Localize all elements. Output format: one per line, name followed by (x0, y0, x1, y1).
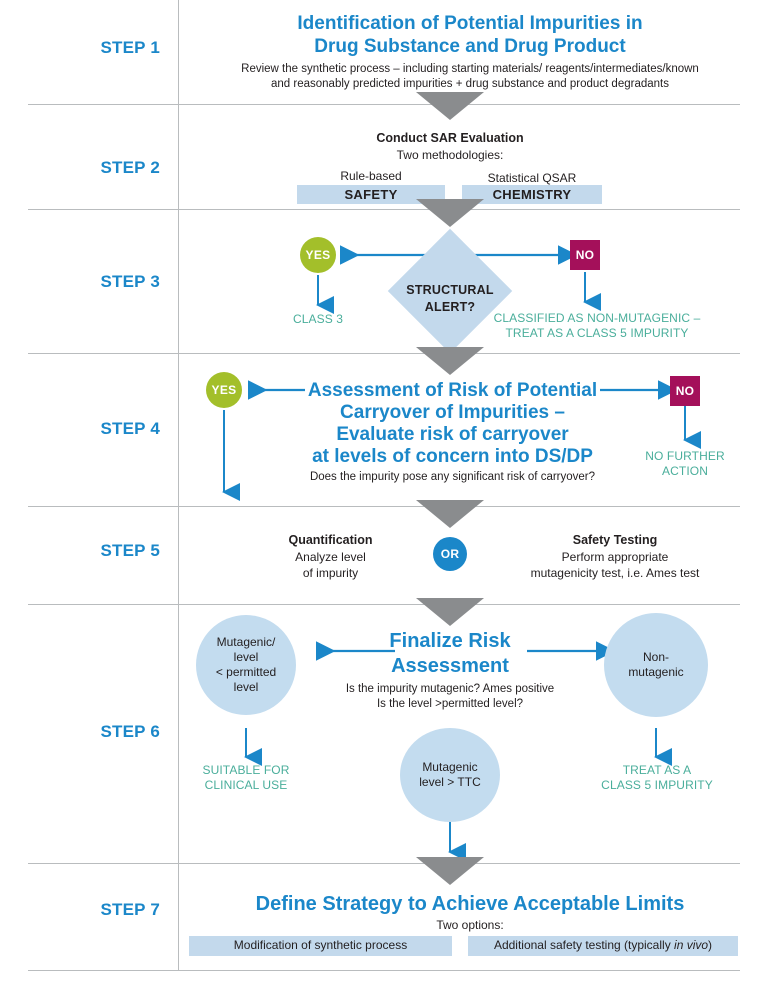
step6-bottom-circle-line1: Mutagenic (422, 760, 478, 774)
step6-left-circle[interactable]: Mutagenic/ level < permitted level (196, 615, 296, 715)
flow-arrow-2-to-3 (416, 199, 484, 227)
step-label-4: STEP 4 (100, 419, 160, 438)
step6-right-outcome-line1: TREAT AS A (622, 763, 692, 777)
step1-body-line2: and reasonably predicted impurities + dr… (271, 78, 669, 90)
step3-no-outcome-line2: TREAT AS A CLASS 5 IMPURITY (505, 326, 689, 340)
step7-subheading: Two options: (436, 918, 504, 932)
step-label-5: STEP 5 (100, 541, 160, 560)
step4-question: Does the impurity pose any significant r… (309, 471, 596, 483)
step1-title-line2: Drug Substance and Drug Product (314, 36, 626, 57)
step6-title-line1: Finalize Risk (389, 630, 511, 652)
step4-title-line4: at levels of concern into DS/DP (312, 446, 593, 467)
step2-heading: Conduct SAR Evaluation (376, 131, 524, 145)
step7-option-right-suffix: ) (708, 938, 713, 952)
step6-bottom-circle[interactable]: Mutagenic level > TTC (400, 728, 500, 822)
step6-right-circle[interactable]: Non- mutagenic (604, 613, 708, 717)
step6-left-circle-line4: level (233, 680, 259, 694)
flow-arrow-3-to-4 (416, 347, 484, 375)
step4-no-badge[interactable]: NO (670, 376, 700, 406)
step6-question-line1: Is the impurity mutagenic? Ames positive (345, 683, 555, 695)
step5-right-heading: Safety Testing (572, 533, 658, 547)
step7-option-left-band[interactable]: Modification of synthetic process (189, 936, 452, 956)
step7-title: Define Strategy to Achieve Acceptable Li… (255, 893, 685, 915)
row-divider-1 (28, 104, 740, 105)
step6-left-circle-line3: < permitted (215, 665, 277, 679)
step5-right-body-line1: Perform appropriate (561, 550, 669, 564)
step6-question-line2: Is the level >permitted level? (376, 698, 524, 710)
row-divider-5 (28, 604, 740, 605)
step5-left-heading: Quantification (288, 533, 373, 547)
step2-option-left-band[interactable]: SAFETY (297, 185, 445, 204)
step4-title-line1: Assessment of Risk of Potential (307, 380, 598, 401)
step7-option-right-italic: in vivo (674, 938, 709, 952)
step6-left-circle-line1: Mutagenic/ (216, 635, 276, 649)
step6-left-circle-line2: level (233, 650, 259, 664)
flow-arrow-1-to-2 (416, 92, 484, 120)
step5-left-body-line2: of impurity (302, 566, 359, 580)
step2-option-left-caption: Rule-based (340, 169, 402, 183)
step6-left-outcome-line1: SUITABLE FOR (202, 763, 290, 777)
step3-no-outcome-line1: CLASSIFIED AS NON-MUTAGENIC – (493, 311, 701, 325)
step-label-1: STEP 1 (100, 38, 160, 57)
row-divider-7 (28, 970, 740, 971)
step6-right-outcome-line2: CLASS 5 IMPURITY (601, 778, 713, 792)
column-divider (178, 0, 179, 971)
step4-title-line2: Carryover of Impurities – (340, 402, 565, 423)
row-divider-2 (28, 209, 740, 210)
step1-title-line1: Identification of Potential Impurities i… (297, 13, 643, 34)
step4-no-outcome-line2: ACTION (662, 464, 708, 478)
decision-diamond-label-line1: STRUCTURAL (406, 283, 494, 297)
step6-bottom-circle-line2: level > TTC (419, 775, 481, 789)
step-label-6: STEP 6 (100, 722, 160, 741)
step5-left-body-line1: Analyze level (295, 550, 366, 564)
step1-body-line1: Review the synthetic process – including… (241, 63, 699, 75)
step4-yes-badge[interactable]: YES (206, 372, 242, 408)
step-label-7: STEP 7 (100, 900, 160, 919)
step3-no-badge[interactable]: NO (570, 240, 600, 270)
decision-diamond-label-line2: ALERT? (424, 300, 476, 314)
step6-right-circle-line2: mutagenic (628, 665, 684, 679)
row-divider-3 (28, 353, 740, 354)
step-label-2: STEP 2 (100, 158, 160, 177)
step6-right-circle-line1: Non- (642, 650, 669, 664)
flow-arrow-5-to-6 (416, 598, 484, 626)
step4-title-line3: Evaluate risk of carryover (336, 424, 569, 445)
step6-left-outcome-line2: CLINICAL USE (204, 778, 288, 792)
step2-subheading: Two methodologies: (396, 148, 504, 162)
step2-option-right-caption: Statistical QSAR (487, 171, 577, 185)
row-divider-6 (28, 863, 740, 864)
step7-option-right-prefix: Additional safety testing (typically (493, 938, 675, 952)
flow-arrow-6-to-7 (416, 857, 484, 885)
step5-right-body-line2: mutagenicity test, i.e. Ames test (530, 566, 700, 580)
step-label-3: STEP 3 (100, 272, 160, 291)
flow-arrow-4-to-5 (416, 500, 484, 528)
row-divider-4 (28, 506, 740, 507)
step2-option-right-band[interactable]: CHEMISTRY (462, 185, 602, 204)
step6-title-line2: Assessment (391, 655, 509, 677)
step7-option-right-band[interactable]: Additional safety testing (typically in … (468, 936, 738, 956)
step4-no-outcome-line1: NO FURTHER (645, 449, 725, 463)
step5-or-badge: OR (433, 537, 467, 571)
step3-yes-outcome: CLASS 3 (292, 312, 344, 326)
step3-yes-badge[interactable]: YES (300, 237, 336, 273)
